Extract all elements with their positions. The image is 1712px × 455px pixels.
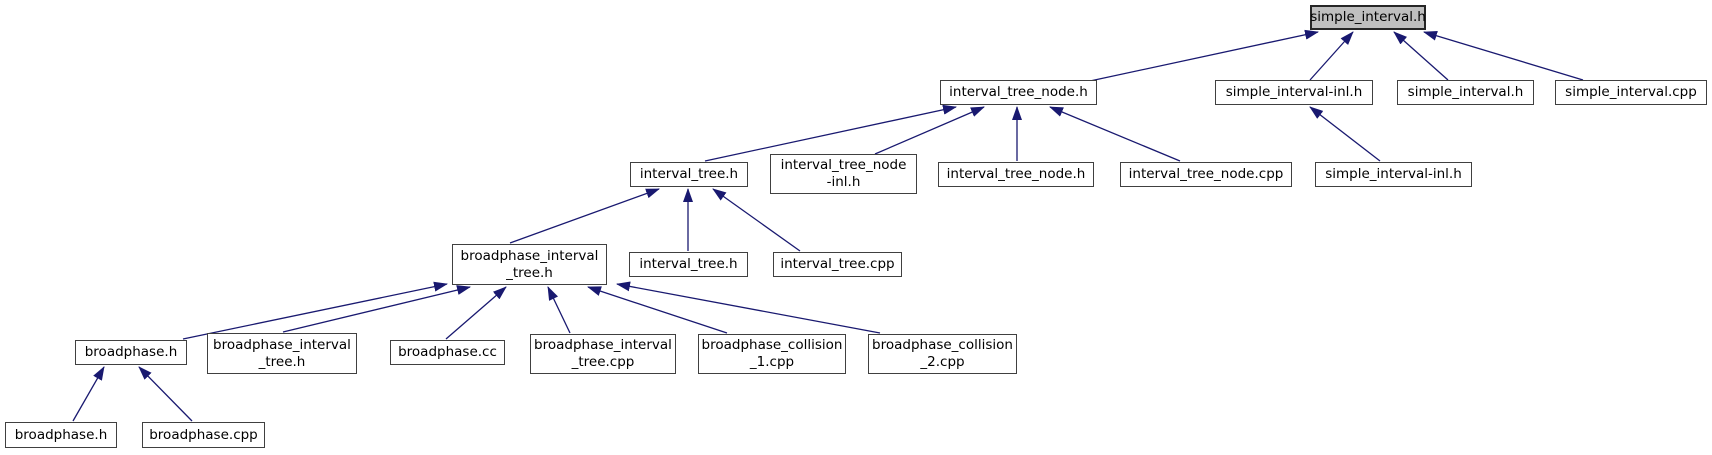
edge-simple-interval-inl-h-3-to-simple-interval-inl-h-2 — [1309, 106, 1381, 162]
edge-interval-tree-node-inl-h-3-to-interval-tree-node-h-2 — [874, 106, 985, 155]
edge-broadphase-collision-2-cpp-5-to-broadphase-interval-tree-h-4 — [616, 281, 881, 334]
graph-node-label: interval_tree_node.h — [949, 84, 1088, 100]
edge-interval-tree-node-h-2-to-simple-interval-h-root — [1089, 29, 1319, 82]
graph-node-label: broadphase_interval _tree.cpp — [534, 337, 672, 370]
graph-node-interval-tree-h-4[interactable]: interval_tree.h — [629, 252, 748, 277]
graph-node-interval-tree-node-h-3[interactable]: interval_tree_node.h — [938, 162, 1094, 187]
graph-node-label: broadphase_collision _1.cpp — [701, 337, 843, 370]
edge-broadphase-h-6-to-broadphase-h-5 — [72, 366, 105, 422]
graph-node-simple-interval-cpp-2[interactable]: simple_interval.cpp — [1555, 80, 1707, 105]
graph-node-label: interval_tree_node.cpp — [1128, 166, 1284, 182]
graph-node-label: simple_interval-inl.h — [1225, 84, 1363, 100]
graph-node-label: simple_interval.h — [1310, 9, 1426, 25]
edge-interval-tree-node-cpp-3-to-interval-tree-node-h-2 — [1049, 106, 1181, 162]
graph-node-label: broadphase_collision _2.cpp — [872, 337, 1013, 370]
graph-node-broadphase-collision-2-cpp-5[interactable]: broadphase_collision _2.cpp — [868, 334, 1017, 374]
graph-node-label: simple_interval.h — [1407, 84, 1524, 100]
edge-interval-tree-h-3-to-interval-tree-node-h-2 — [704, 104, 957, 162]
edge-broadphase-cpp-6-to-broadphase-h-5 — [138, 366, 193, 422]
edge-simple-interval-cpp-2-to-simple-interval-h-root — [1423, 30, 1584, 81]
graph-node-broadphase-cpp-6[interactable]: broadphase.cpp — [142, 422, 265, 448]
graph-node-simple-interval-inl-h-3[interactable]: simple_interval-inl.h — [1315, 162, 1472, 187]
graph-node-label: interval_tree.h — [639, 166, 739, 182]
graph-node-interval-tree-node-h-2[interactable]: interval_tree_node.h — [940, 80, 1097, 105]
graph-node-interval-tree-h-3[interactable]: interval_tree.h — [630, 162, 748, 187]
graph-node-broadphase-interval-tree-h-4[interactable]: broadphase_interval _tree.h — [452, 244, 607, 285]
graph-node-label: broadphase_interval _tree.h — [213, 336, 351, 370]
edge-broadphase-interval-tree-h-5-to-broadphase-interval-tree-h-4 — [282, 285, 471, 333]
graph-node-label: simple_interval-inl.h — [1325, 166, 1462, 182]
graph-node-interval-tree-node-inl-h-3[interactable]: interval_tree_node -inl.h — [770, 154, 917, 194]
graph-node-broadphase-interval-tree-h-5[interactable]: broadphase_interval _tree.h — [207, 333, 357, 374]
edge-interval-tree-cpp-4-to-interval-tree-h-3 — [712, 188, 801, 252]
edge-simple-interval-h-2-to-simple-interval-h-root — [1393, 31, 1449, 81]
graph-node-simple-interval-inl-h-2[interactable]: simple_interval-inl.h — [1215, 80, 1373, 105]
graph-node-broadphase-h-5[interactable]: broadphase.h — [75, 340, 187, 365]
graph-node-broadphase-h-6[interactable]: broadphase.h — [5, 422, 117, 448]
graph-node-label: simple_interval.cpp — [1565, 84, 1697, 100]
graph-node-simple-interval-h-2[interactable]: simple_interval.h — [1397, 80, 1534, 105]
graph-node-label: interval_tree.cpp — [780, 256, 895, 272]
graph-node-label: broadphase_interval _tree.h — [460, 247, 599, 281]
graph-node-label: broadphase.cc — [398, 344, 497, 360]
edge-broadphase-collision-1-cpp-5-to-broadphase-interval-tree-h-4 — [587, 286, 728, 334]
edge-simple-interval-inl-h-2-to-simple-interval-h-root — [1309, 31, 1354, 81]
edge-broadphase-h-5-to-broadphase-interval-tree-h-4 — [182, 281, 448, 340]
graph-node-interval-tree-node-cpp-3[interactable]: interval_tree_node.cpp — [1120, 162, 1292, 187]
graph-node-broadphase-cc-5[interactable]: broadphase.cc — [390, 340, 505, 365]
edge-broadphase-interval-tree-h-4-to-interval-tree-h-3 — [509, 188, 660, 244]
edge-broadphase-interval-tree-cpp-5-to-broadphase-interval-tree-h-4 — [547, 286, 571, 334]
graph-node-label: interval_tree_node -inl.h — [780, 157, 907, 190]
graph-node-broadphase-interval-tree-cpp-5[interactable]: broadphase_interval _tree.cpp — [530, 334, 676, 374]
edge-broadphase-cc-5-to-broadphase-interval-tree-h-4 — [445, 286, 507, 340]
graph-node-label: interval_tree.h — [639, 256, 738, 272]
graph-node-simple-interval-h-root: simple_interval.h — [1310, 5, 1426, 30]
graph-node-interval-tree-cpp-4[interactable]: interval_tree.cpp — [773, 252, 902, 277]
graph-node-label: broadphase.h — [14, 426, 108, 443]
graph-node-label: interval_tree_node.h — [946, 166, 1086, 182]
graph-node-label: broadphase.h — [84, 344, 178, 360]
graph-node-broadphase-collision-1-cpp-5[interactable]: broadphase_collision _1.cpp — [698, 334, 846, 374]
graph-node-label: broadphase.cpp — [149, 426, 258, 443]
